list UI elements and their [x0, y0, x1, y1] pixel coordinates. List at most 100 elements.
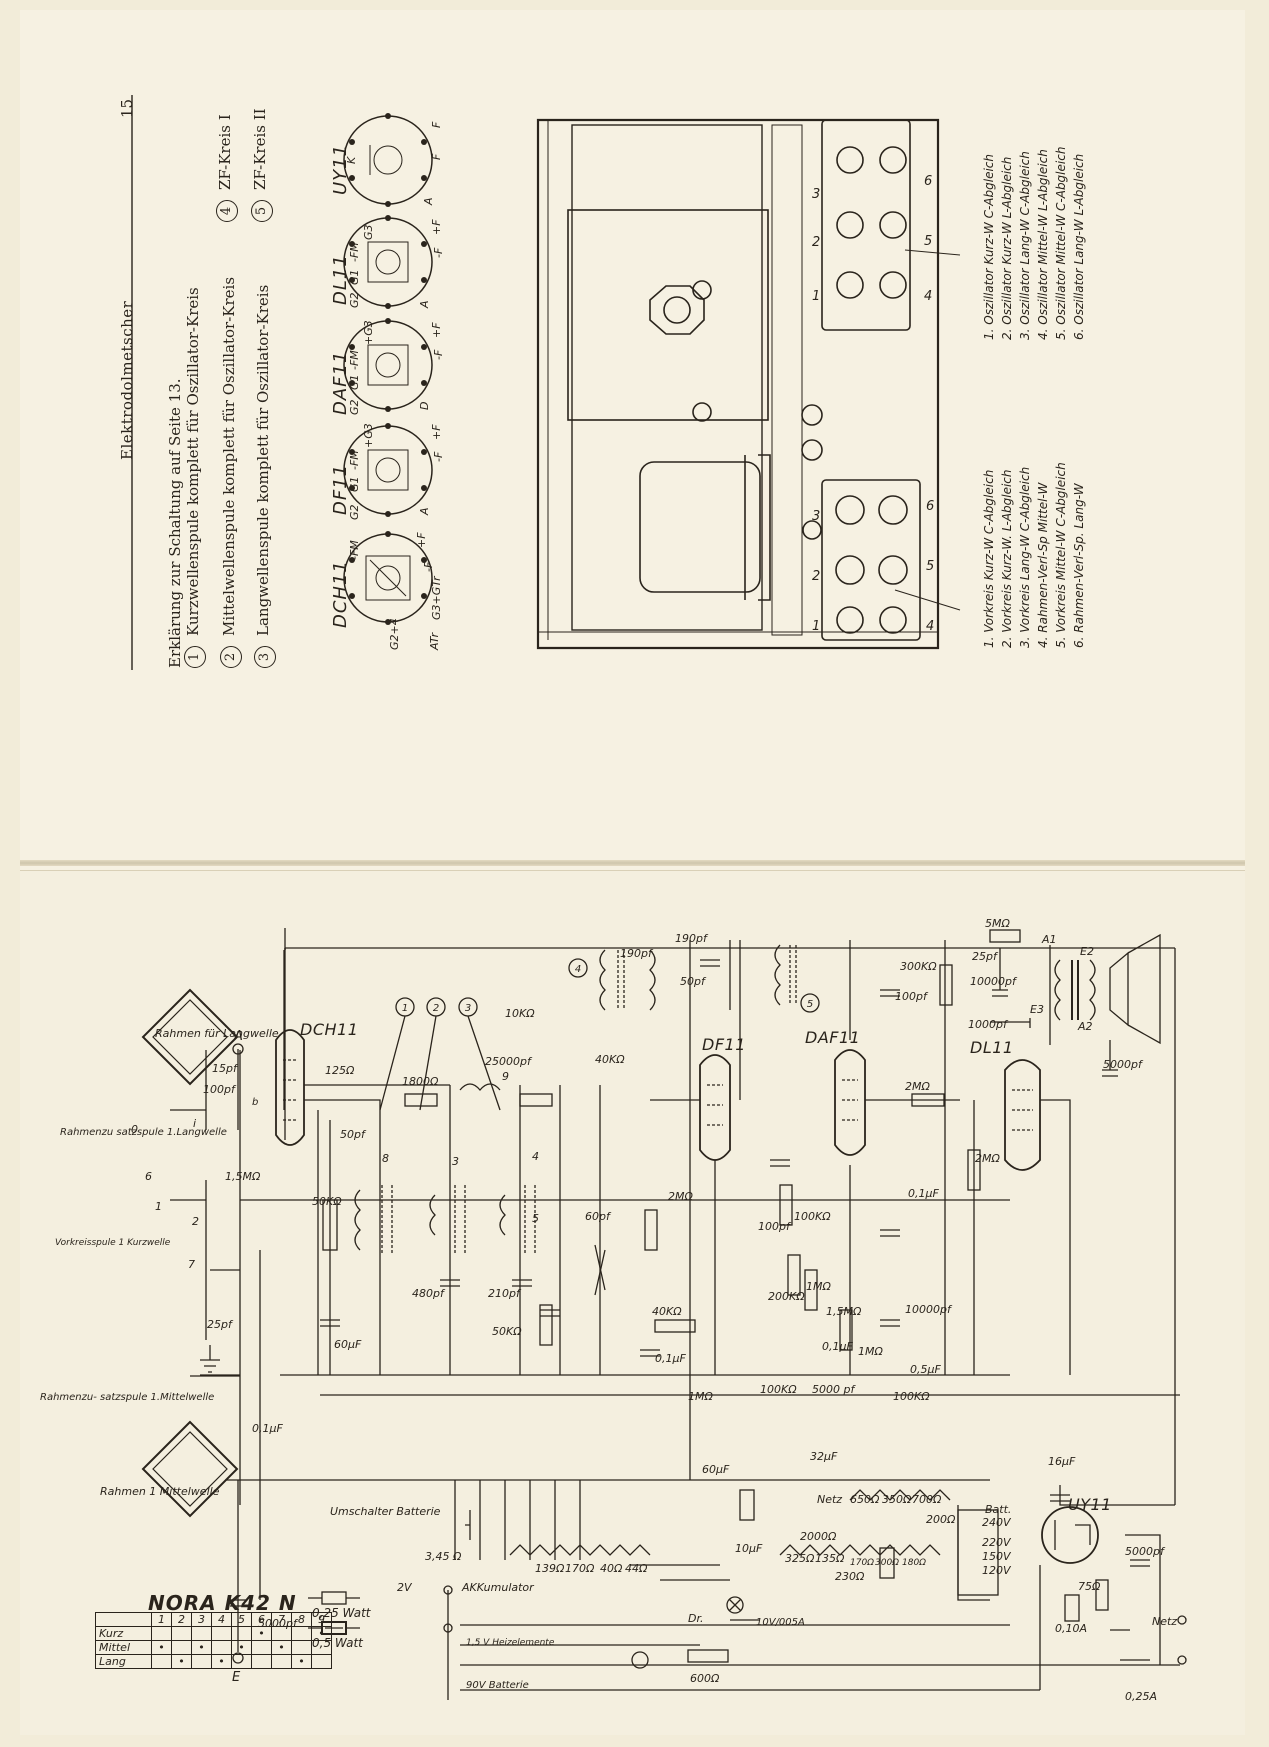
- pin-daf11-d: D: [418, 402, 431, 410]
- socket-name-df11: DF11: [330, 464, 351, 515]
- osc-num-6: 6: [924, 174, 932, 189]
- band-col-8: 8: [291, 1612, 312, 1627]
- band-cell: [251, 1640, 272, 1655]
- pre-item-3: 3. Vorkreis Lang-W C-Abgleich: [1018, 466, 1032, 648]
- band-cell: [171, 1626, 192, 1641]
- pin-df11-f-minus: -F: [432, 451, 445, 462]
- pin-dch11-f-minus: -F: [422, 561, 435, 572]
- osc-num-1: 1: [812, 289, 820, 304]
- osc-item-2: 2. Oszillator Kurz-W L-Abgleich: [1000, 156, 1014, 340]
- band-cell: [291, 1640, 312, 1655]
- pre-num-4: 4: [926, 619, 934, 634]
- band-cell: [151, 1626, 172, 1641]
- band-cell: [231, 1654, 252, 1669]
- pin-uy11-f2: F: [430, 121, 443, 128]
- band-cell: •: [171, 1654, 192, 1669]
- band-cell: [171, 1640, 192, 1655]
- band-row-label: Lang: [95, 1654, 152, 1669]
- legend-text-5: ZF-Kreis II: [251, 108, 269, 190]
- socket-daf11: [343, 320, 433, 410]
- pin-uy11-a: A: [422, 197, 435, 206]
- page-fold: [20, 860, 1245, 866]
- pin-dl11-f-plus: +F: [430, 219, 443, 235]
- osc-num-4: 4: [924, 289, 932, 304]
- band-col-1: 1: [151, 1612, 172, 1627]
- pre-item-6: 6. Rahmen-Verl-Sp. Lang-W: [1072, 483, 1086, 648]
- osc-num-5: 5: [924, 234, 932, 249]
- band-cell: [291, 1626, 312, 1641]
- pre-item-2: 2. Vorkreis Kurz-W. L-Abgleich: [1000, 469, 1014, 648]
- pin-dch11-atr: ATr: [428, 631, 441, 651]
- pin-dch11-f-plus: +F: [415, 532, 428, 548]
- pin-df11-g2: G2: [348, 504, 361, 520]
- band-row-kurz: Kurz • •: [95, 1626, 332, 1641]
- band-col-7: 7: [271, 1612, 292, 1627]
- page-number: 15: [118, 98, 136, 118]
- band-cell: [211, 1640, 232, 1655]
- band-col-5: 5: [231, 1612, 252, 1627]
- band-cell: •: [231, 1640, 252, 1655]
- pin-daf11-g1: G1: [348, 374, 361, 390]
- pre-num-5: 5: [926, 559, 934, 574]
- band-table-header: 1 2 3 4 5 6 7 8 9: [95, 1612, 332, 1627]
- band-cell: •: [251, 1626, 272, 1641]
- band-row-lang: Lang • • •: [95, 1654, 332, 1669]
- pin-daf11-f-plus: +F: [430, 322, 443, 338]
- pre-num-1: 1: [812, 619, 820, 634]
- osc-item-6: 6. Oszillator Lang-W L-Abgleich: [1072, 153, 1086, 340]
- osc-num-3: 3: [812, 187, 820, 202]
- band-cell: [311, 1654, 332, 1669]
- pin-dl11-a: A: [418, 300, 431, 309]
- pin-daf11-fm: -FM: [348, 350, 361, 370]
- pre-num-2: 2: [812, 569, 820, 584]
- pin-dch11-g24: G2+4: [388, 618, 401, 650]
- pre-num-3: 3: [812, 509, 820, 524]
- band-cell: •: [211, 1654, 232, 1669]
- legend-num-4: 4: [216, 200, 238, 222]
- band-cell: •: [291, 1654, 312, 1669]
- legend-item-4: 4 ZF-Kreis I: [215, 114, 238, 222]
- socket-dch11: [343, 533, 433, 623]
- resistor-legend-025: 0,25 Watt: [312, 1606, 371, 1620]
- legend-item-1: 1 Kurzwellenspule komplett für Oszillator…: [183, 287, 206, 668]
- band-cell: [211, 1626, 232, 1641]
- socket-dl11: [343, 217, 433, 307]
- band-cell: [191, 1626, 212, 1641]
- pin-df11-a: A: [418, 507, 431, 516]
- band-cell: [251, 1654, 272, 1669]
- legend-item-3: 3 Langwellenspule komplett für Oszillator…: [253, 285, 276, 668]
- socket-uy11: [343, 115, 433, 205]
- section-title: Erklärung zur Schaltung auf Seite 13.: [166, 378, 184, 668]
- pre-num-6: 6: [926, 499, 934, 514]
- pin-df11-g1: G1: [348, 476, 361, 492]
- pin-uy11-k: K: [345, 156, 358, 164]
- legend-num-3: 3: [254, 646, 276, 668]
- running-head: Elektrodolmetscher: [118, 300, 136, 460]
- legend-item-2: 2Mittelwellenspule komplett für Oszillat…: [219, 277, 242, 668]
- legend-item-5: 5 ZF-Kreis II: [250, 108, 273, 222]
- band-cell: [231, 1626, 252, 1641]
- socket-name-dch11: DCH11: [330, 560, 351, 628]
- band-cell: [271, 1654, 292, 1669]
- pin-df11-g3: +G3: [362, 423, 375, 448]
- band-cell: [271, 1626, 292, 1641]
- pin-dl11-g2: G2: [348, 292, 361, 308]
- legend-text-2: Mittelwellenspule komplett für Oszillato…: [220, 276, 238, 636]
- legend-num-1: 1: [184, 646, 206, 668]
- osc-item-3: 3. Oszillator Lang-W C-Abgleich: [1018, 151, 1032, 340]
- resistor-legend-05: 0,5 Watt: [312, 1636, 363, 1650]
- legend-text-3: Langwellenspule komplett für Oszillator-…: [254, 284, 272, 636]
- legend-text-4: ZF-Kreis I: [216, 114, 234, 190]
- pre-item-5: 5. Vorkreis Mittel-W C-Abgleich: [1054, 462, 1068, 648]
- band-col-2: 2: [171, 1612, 192, 1627]
- legend-text-1: Kurzwellenspule komplett für Oszillator-…: [184, 287, 202, 636]
- band-col-3: 3: [191, 1612, 212, 1627]
- pin-df11-f-plus: +F: [430, 424, 443, 440]
- pin-dch11-g3: G3+GTr: [430, 575, 443, 620]
- band-row-label: Mittel: [95, 1640, 152, 1655]
- pin-daf11-g2: G2: [348, 399, 361, 415]
- legend-num-5: 5: [251, 200, 273, 222]
- osc-item-4: 4. Oszillator Mittel-W L-Abgleich: [1036, 149, 1050, 340]
- pin-dl11-g1: G1: [348, 269, 361, 285]
